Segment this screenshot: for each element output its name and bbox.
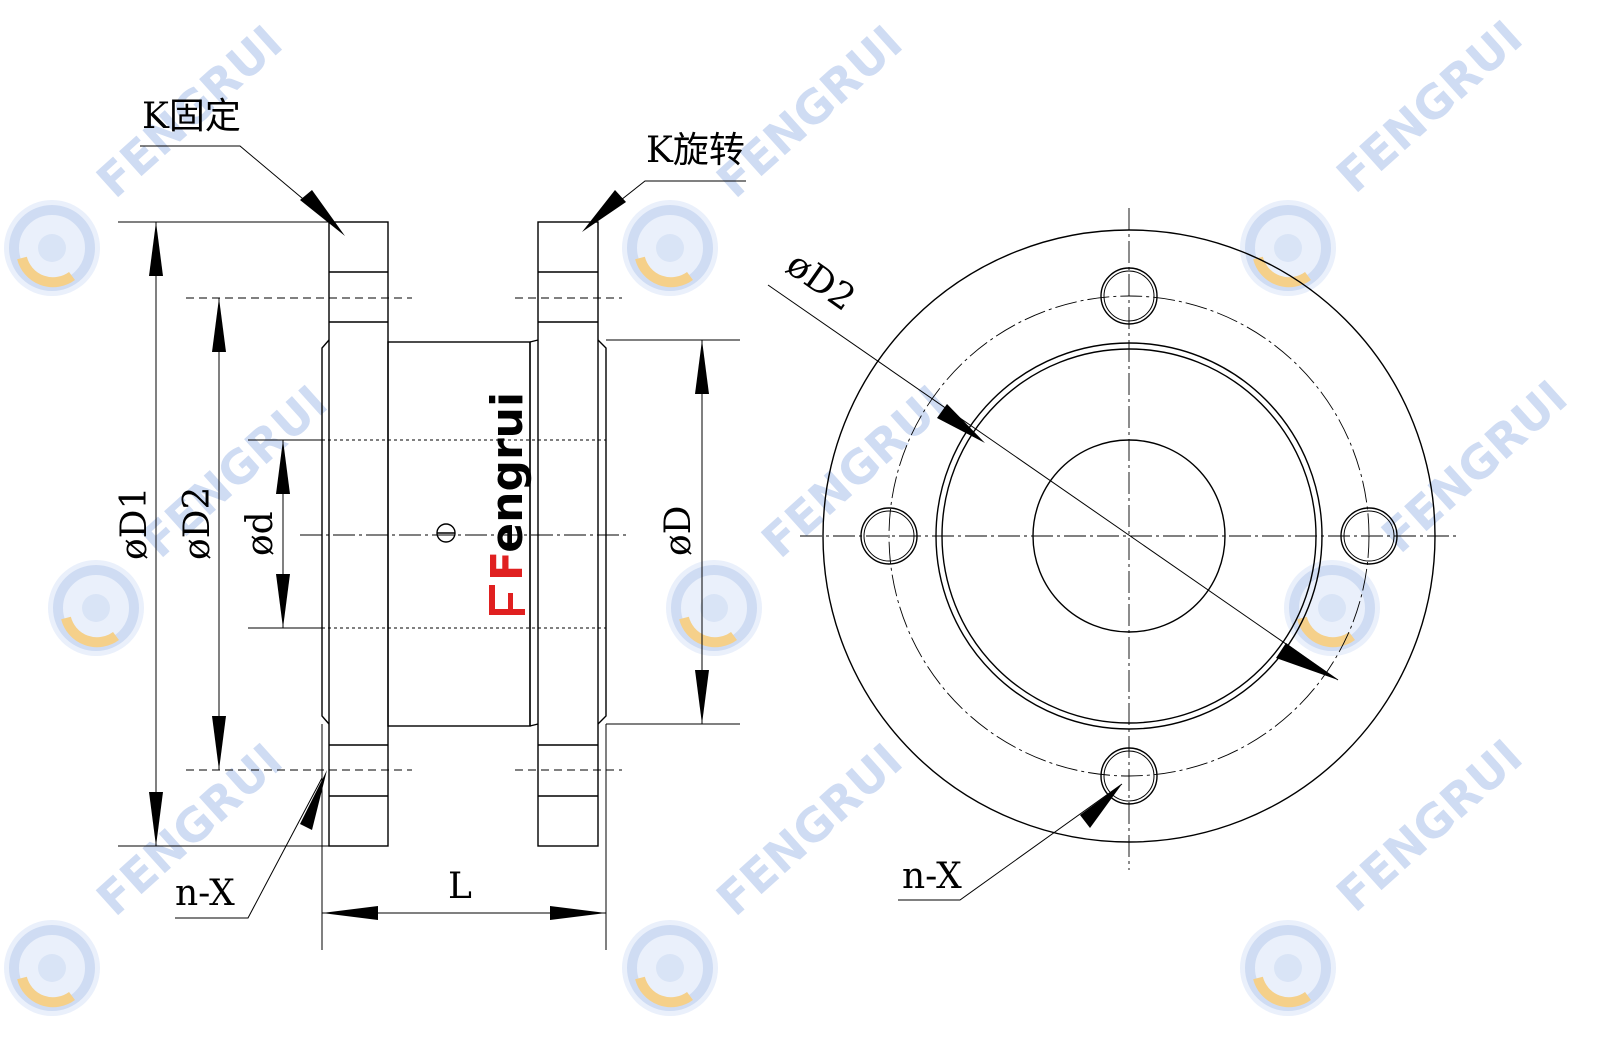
- watermark-text: FENGRUI: [1326, 10, 1532, 203]
- watermark-text: FENGRUI: [751, 375, 957, 568]
- label-L: L: [448, 866, 472, 907]
- label-n-X-side: n-X: [175, 873, 235, 914]
- watermark-text: FENGRUI: [706, 15, 912, 208]
- leader-n-x-front: [898, 783, 1123, 901]
- label-k-fixed: K固定: [142, 96, 241, 137]
- leader-n-x-side: [175, 777, 323, 919]
- left-raised-face: [321, 339, 330, 725]
- right-flange: [537, 221, 599, 847]
- logo-text: Fengrui: [482, 392, 533, 581]
- fengrui-logo: Fengrui: [436, 392, 533, 615]
- label-n-X-front: n-X: [902, 856, 962, 897]
- watermark-text: FENGRUI: [706, 733, 912, 926]
- left-flange: [328, 221, 389, 847]
- leader-phi-D2-front: [767, 284, 1339, 681]
- right-raised-face: [597, 339, 607, 725]
- side-view: Fengrui K固定 K旋转 øD1 øD2 ød øD L n-X: [114, 96, 746, 950]
- watermark-text: FENGRUI: [131, 375, 337, 568]
- watermark-badges: [4, 200, 1380, 1016]
- label-phi-D2-front: øD2: [779, 244, 863, 320]
- label-phi-D: øD: [658, 505, 699, 556]
- watermark-texts: FENGRUI FENGRUI FENGRUI FENGRUI FENGRUI …: [86, 10, 1577, 926]
- label-phi-d: ød: [240, 511, 281, 556]
- label-phi-D1: øD1: [114, 487, 155, 560]
- watermark-text: FENGRUI: [1326, 729, 1532, 922]
- label-k-rotating: K旋转: [646, 130, 745, 171]
- label-phi-D2-side: øD2: [177, 487, 218, 560]
